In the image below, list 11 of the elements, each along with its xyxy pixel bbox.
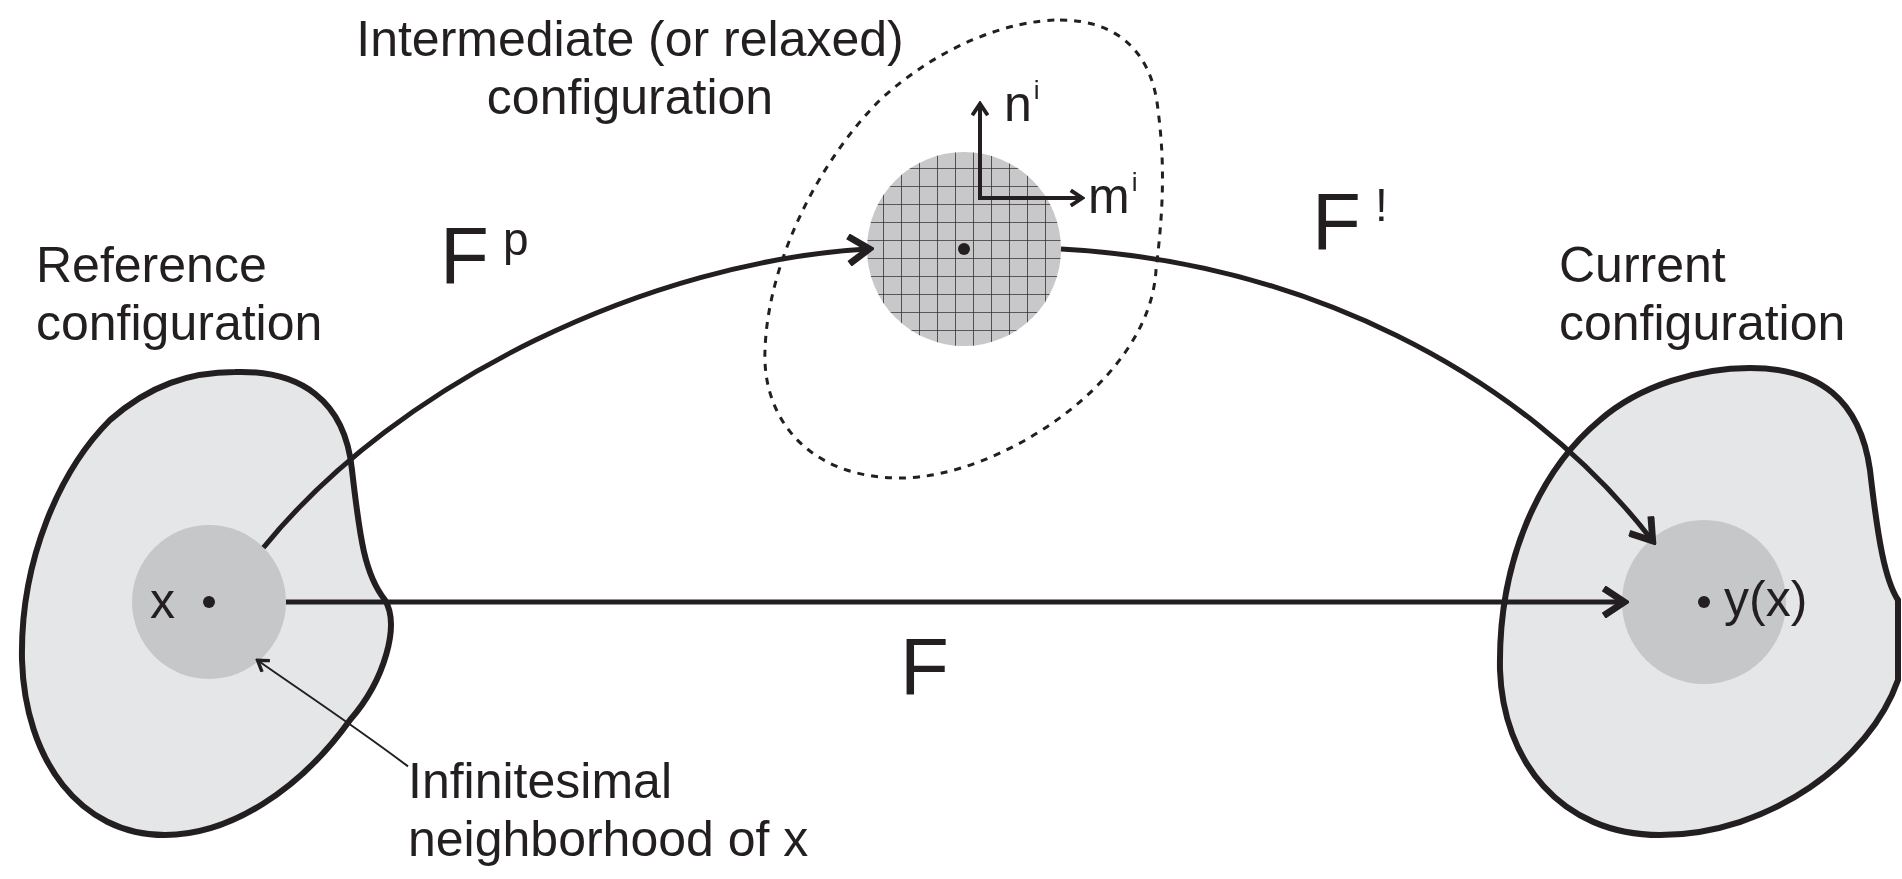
callout-label: Infinitesimal neighborhood of x [408,752,878,872]
axis-label: n$^{i}$ [1004,76,1040,134]
edge-label: F$^{p}$ [440,214,529,302]
edge-label: F$^{!}$ [1312,180,1388,268]
configuration-label: Current configuration [1559,236,1847,352]
point-label: x [150,572,175,630]
point-label: y(x) [1724,570,1808,628]
axis-label: m$^{i}$ [1088,168,1138,226]
configuration-label: Reference configuration [36,236,324,352]
configuration-label: Intermediate (or relaxed) configuration [355,10,905,126]
edge-label: F [900,625,949,709]
